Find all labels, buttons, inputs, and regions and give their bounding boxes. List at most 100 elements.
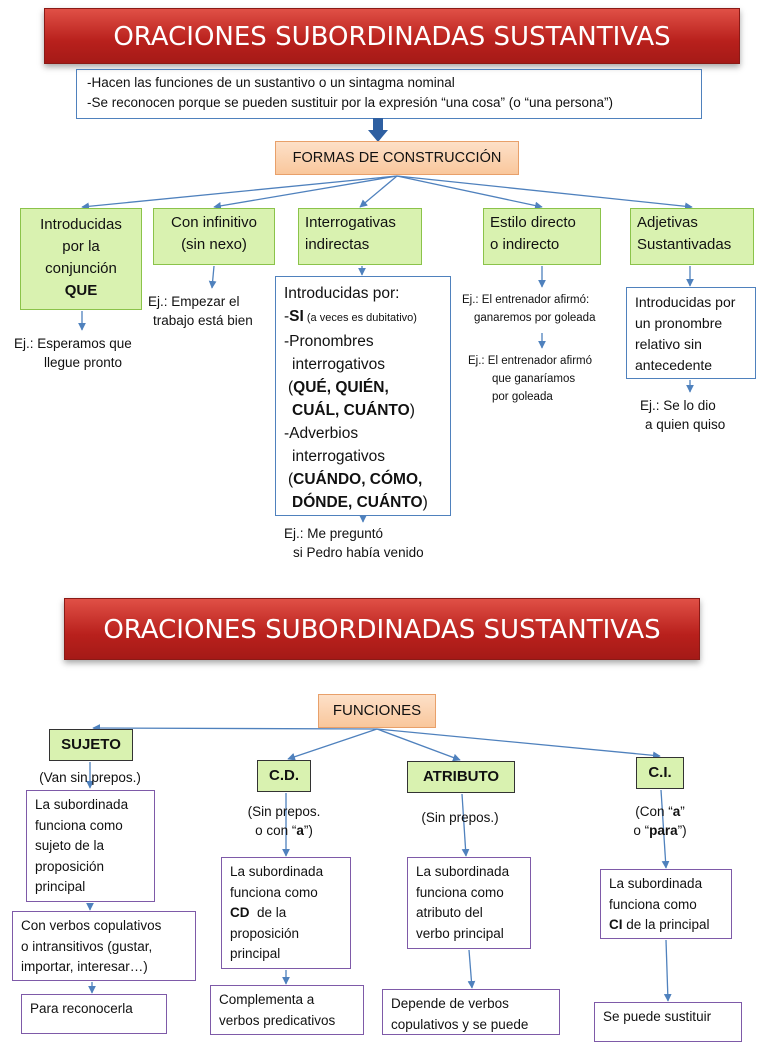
interrog-l10a: DÓNDE, CUÁNTO [292,494,423,511]
interrog-l6a: CUÁL, CUÁNTO [292,402,410,419]
adjet-box-l3: relativo sin [635,336,702,352]
note-cd: (Sin prepos. o con “a”) [226,802,342,840]
type-interrog-l1: Interrogativas [305,214,396,231]
cd-box-l5: principal [230,946,281,961]
interrog-l9b: CUÁNDO, CÓMO, [293,471,423,488]
ci-box: La subordinada funciona como CI de la pr… [600,869,732,939]
func-sujeto: SUJETO [49,729,133,761]
sujeto-box2-l3: importar, interesar…) [21,959,148,974]
func-atributo: ATRIBUTO [407,761,515,793]
down-arrow-icon [368,118,388,142]
example-estilo-directo: Ej.: El entrenador afirmó: ganaremos por… [462,291,622,327]
intro-line-2: -Se reconocen porque se pueden sustituir… [87,95,614,110]
type-inf-l2: (sin nexo) [181,236,247,253]
atributo-box: La subordinada funciona como atributo de… [407,857,531,949]
type-estilo-l1: Estilo directo [490,214,576,231]
type-interrog-l2: indirectas [305,236,370,253]
ci-box-l3a: CI [609,917,623,932]
ci-box-l3: CI de la principal [609,915,723,936]
interrog-si: SI [289,308,304,325]
type-adjet-l2: Sustantivadas [637,236,732,253]
atr-box-l2: funciona como [416,884,504,900]
example-inf-l2: trabajo está bien [153,313,253,328]
interrog-l5b: QUÉ, QUIÉN, [293,379,389,396]
adjet-box-l4: antecedente [635,357,713,373]
title-banner-bottom: ORACIONES SUBORDINADAS SUSTANTIVAS [64,598,700,660]
cd-box-l3b: de la [249,905,287,920]
ci-box-l1: La subordinada [609,876,703,891]
note-atributo: (Sin prepos.) [421,810,499,825]
note-ci-l1: (Con “a” [616,802,704,821]
note-ci-l1b: a [672,804,681,819]
adjet-box-l2: un pronombre [635,315,723,331]
atr-box-l4: verbo principal [416,925,504,941]
type-estilo-l2: o indirecto [490,236,560,253]
func-ci: C.I. [636,757,684,789]
example-inf-l1: Ej.: Empezar el [148,294,240,309]
type-que-box: Introducidas por la conjunción QUE [20,208,142,310]
ci-box2-l1: Se puede sustituir [603,1009,712,1024]
sujeto-box-l5: principal [35,879,86,894]
interrog-l6b: ) [409,402,415,419]
atributo-box-2: Depende de verbos copulativos y se puede [382,989,560,1035]
cd-box-l3a: CD [230,905,250,920]
intro-line-1: -Hacen las funciones de un sustantivo o … [87,75,455,90]
type-estilo-box: Estilo directo o indirecto [483,208,601,265]
title-banner-top: ORACIONES SUBORDINADAS SUSTANTIVAS [44,8,740,64]
intro-box: -Hacen las funciones de un sustantivo o … [76,69,702,119]
sujeto-box-l1: La subordinada [35,797,129,812]
example-que: Ej.: Esperamos que llegue pronto [14,334,164,372]
sujeto-box: La subordinada funciona como sujeto de l… [26,790,155,902]
atr-box-l3: atributo del [416,905,483,920]
example-que-l2: llegue pronto [44,355,123,370]
type-infinitivo-box: Con infinitivo (sin nexo) [153,208,275,265]
note-cd-l1: (Sin prepos. [247,804,321,819]
note-ci-l2b: para [649,823,678,838]
example-interrogativas: Ej.: Me preguntó si Pedro había venido [284,524,454,562]
example-adjetivas: Ej.: Se lo dio a quien quiso [640,396,750,434]
example-estilo-indirecto: Ej.: El entrenador afirmó que ganaríamos… [468,352,628,406]
note-ci-l2: o “para”) [616,821,704,840]
note-ci: (Con “a” o “para”) [616,802,704,840]
type-que-l3: conjunción [45,260,117,277]
atr-box2-l2: copulativos y se puede [391,1016,529,1032]
example-interrog-l2: si Pedro había venido [293,545,424,560]
cd-box-2: Complementa a verbos predicativos [210,985,364,1035]
note-cd-l2b: a [296,823,304,838]
note-ci-l2a: o “ [633,823,650,838]
adjet-box-l1: Introducidas por [635,294,736,310]
func-cd: C.D. [257,760,311,792]
example-adjet-l1: Ej.: Se lo dio [640,398,716,413]
funciones-box: FUNCIONES [318,694,436,728]
example-estilo2-l2: que ganaríamos [492,373,576,385]
ci-box-l2: funciona como [609,896,697,912]
sujeto-box-l4: proposición [35,858,105,874]
ci-box-2: Se puede sustituir [594,1002,742,1042]
interrog-l1: Introducidas por: [284,285,400,302]
interrog-l7: -Adverbios [284,425,359,442]
note-cd-l2: o con “a”) [226,821,342,840]
interrogativas-detail-box: Introducidas por: -SI (a veces es dubita… [275,276,451,516]
sujeto-box2-l1: Con verbos copulativos [21,918,162,933]
type-adjetivas-box: Adjetivas Sustantivadas [630,208,754,265]
interrog-l8: interrogativos [292,448,386,465]
example-estilo1-l2: ganaremos por goleada [474,312,596,324]
interrog-l5: (QUÉ, QUIÉN, [284,376,442,399]
interrog-si-prefix: - [284,308,290,325]
example-infinitivo: Ej.: Empezar el trabajo está bien [148,292,278,330]
type-adjet-l1: Adjetivas [637,214,698,231]
interrog-l5a: ( [288,379,294,396]
example-estilo2-l3: por goleada [492,391,553,403]
sujeto-box2-l2: o intransitivos (gustar, [21,938,153,954]
note-cd-l2c: ”) [303,823,313,838]
cd-box2-l1: Complementa a [219,992,315,1007]
interrog-l9: (CUÁNDO, CÓMO, [284,468,442,491]
interrog-l4: interrogativos [292,356,386,373]
interrog-l10: DÓNDE, CUÁNTO) [284,491,442,514]
formas-construccion-box: FORMAS DE CONSTRUCCIÓN [275,141,519,175]
note-cd-l2a: o con “ [255,823,297,838]
example-estilo1-l1: Ej.: El entrenador afirmó: [462,294,590,306]
atr-box2-l1: Depende de verbos [391,996,509,1011]
type-que-l2: por la [62,238,100,255]
example-interrog-l1: Ej.: Me preguntó [284,526,384,541]
